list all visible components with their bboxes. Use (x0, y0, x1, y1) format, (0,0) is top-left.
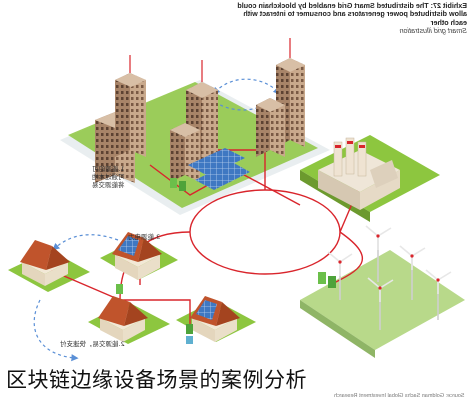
house-3 (98, 296, 148, 342)
wind-farm (327, 225, 452, 330)
building-tall-1 (115, 55, 146, 157)
power-plant (318, 137, 400, 210)
flow-arrows (33, 78, 281, 362)
grid-line-house-4 (120, 299, 191, 330)
arrow-city-bottom (214, 99, 271, 111)
label-1: 1.能源的可 可通过本地 将能源交易 (92, 165, 125, 189)
source-note: Source: Goldman Sachs Global Investment … (334, 393, 465, 399)
label-3: 2.能源交易，快速支付 (60, 340, 125, 348)
house-2-solar (112, 232, 162, 280)
house-4-solar (190, 296, 240, 342)
building-right-short (256, 98, 285, 157)
label-2: 3.能源电力 (128, 233, 161, 241)
caption: 区块链边缘设备场景的案例分析 (6, 368, 307, 392)
arrow-trade-bottom (33, 299, 79, 362)
solar-farm (170, 148, 250, 191)
grid-line-wind (329, 231, 363, 286)
battery-icon (116, 272, 336, 344)
grid-ring (189, 189, 341, 275)
grid-line-city-3 (234, 169, 301, 206)
arrow-trade-left (52, 234, 119, 251)
building-mid (170, 123, 200, 182)
arrow-city-top (212, 78, 281, 95)
house-1 (20, 240, 70, 286)
battery-icon (170, 178, 186, 191)
